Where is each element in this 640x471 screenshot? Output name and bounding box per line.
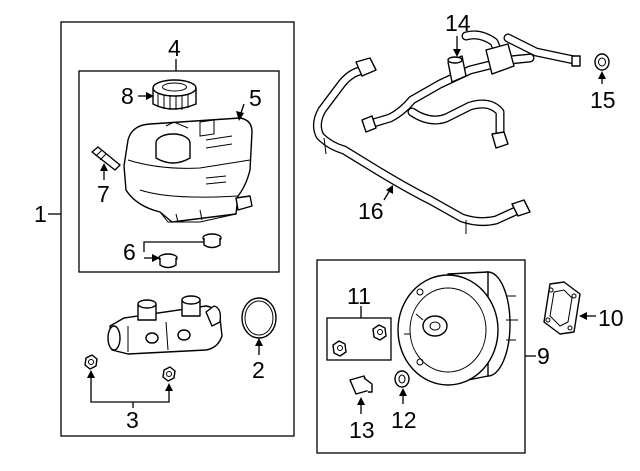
callout-5-arrowhead	[236, 111, 244, 121]
callout-13: 13	[349, 417, 375, 443]
booster-nut-box	[326, 317, 392, 361]
master-cylinder-seal	[241, 297, 277, 339]
check-valve-grommet	[394, 370, 410, 388]
callout-15-arrowhead	[598, 71, 606, 79]
booster-nut-lower	[332, 340, 347, 357]
callout-16-arrowhead	[386, 185, 393, 194]
vacuum-sensor	[349, 375, 373, 395]
callout-5: 5	[249, 85, 262, 111]
callout-6-arrowhead	[152, 254, 160, 262]
reservoir-assembly-box	[78, 70, 280, 273]
reservoir-cap	[152, 79, 197, 110]
master-cylinder-nut-right	[162, 366, 176, 382]
callout-9: 9	[537, 343, 550, 369]
callout-7: 7	[97, 181, 110, 207]
callout-10: 10	[598, 305, 624, 331]
master-cylinder-assembly-box	[60, 21, 295, 437]
brake-booster	[397, 271, 518, 386]
booster-gasket	[543, 281, 581, 335]
vacuum-hose-grommet	[594, 53, 610, 71]
callout-3-arrowhead-left	[87, 370, 95, 378]
callout-6: 6	[123, 239, 136, 265]
reservoir-grommet-lower	[158, 253, 178, 269]
callout-4: 4	[168, 35, 181, 61]
reservoir-retaining-pin	[91, 146, 121, 171]
master-cylinder-nut-left	[84, 354, 98, 370]
callout-8: 8	[121, 83, 134, 109]
callout-12-arrowhead	[399, 388, 407, 396]
callout-15: 15	[590, 87, 616, 113]
callout-6-leader	[143, 241, 204, 252]
callout-7-arrowhead	[100, 163, 108, 171]
master-cylinder	[107, 295, 223, 355]
callout-13-arrowhead	[357, 397, 365, 405]
booster-nut-upper	[372, 324, 387, 341]
vacuum-hose-assembly	[312, 30, 581, 234]
reservoir-grommet-upper	[202, 233, 222, 249]
callout-3: 3	[126, 407, 139, 433]
callout-14: 14	[445, 10, 471, 36]
callout-2-arrowhead	[255, 338, 263, 346]
callout-1: 1	[34, 201, 47, 227]
brake-fluid-reservoir	[123, 117, 253, 223]
callout-3-arrowhead-right	[165, 383, 173, 391]
callout-2: 2	[252, 357, 265, 383]
callout-3-leader	[90, 375, 170, 403]
callout-8-arrowhead	[146, 92, 154, 100]
callout-16: 16	[358, 198, 384, 224]
callout-12: 12	[391, 407, 417, 433]
callout-14-arrowhead	[453, 49, 461, 57]
callout-11: 11	[347, 283, 371, 309]
callout-10-arrowhead	[579, 312, 587, 320]
